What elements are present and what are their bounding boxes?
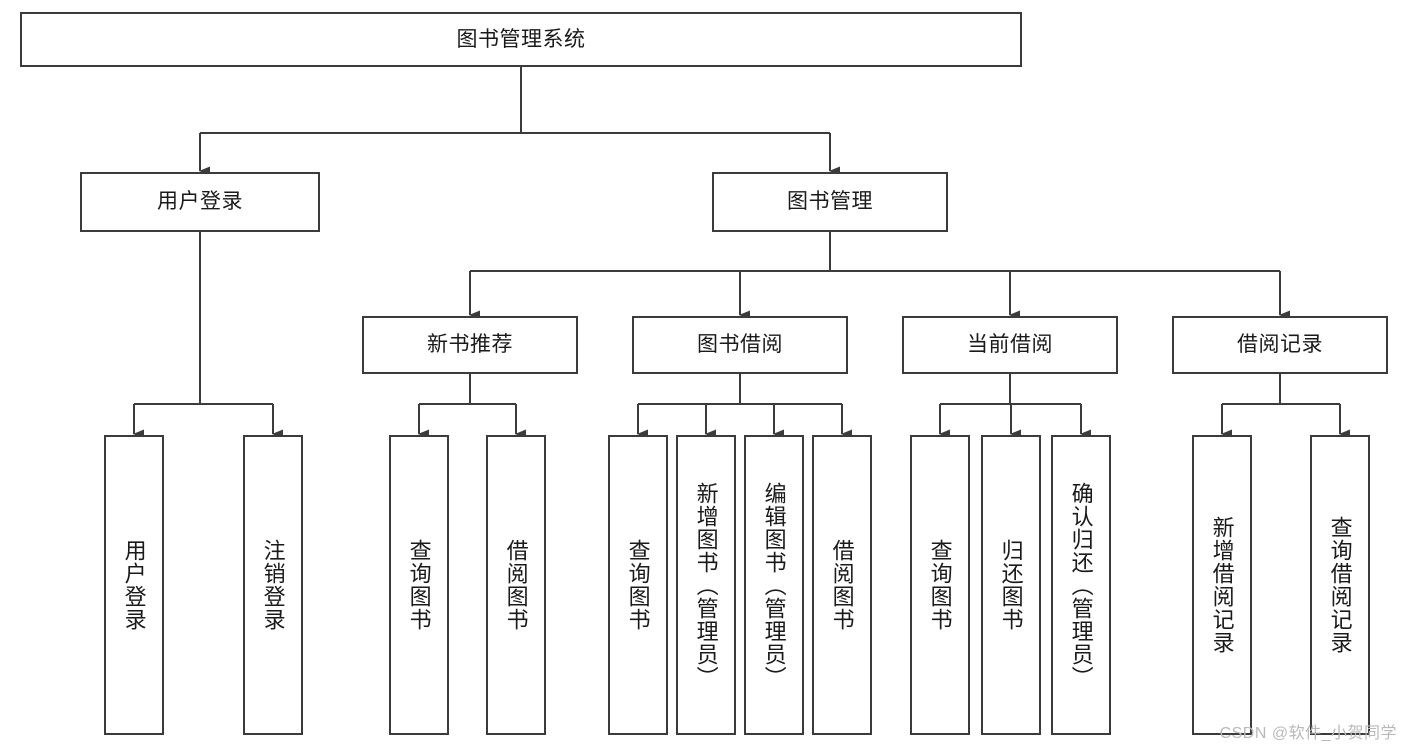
node-label: 用户登录: [157, 190, 243, 214]
node-label: 查询图书: [625, 539, 651, 631]
node-label: 注销登录: [260, 539, 286, 631]
node-label: 借阅图书: [829, 539, 855, 631]
node-leaf-cu-search[interactable]: 查询图书: [910, 435, 970, 735]
node-label: 查询图书: [927, 539, 953, 631]
node-label: 当前借阅: [967, 333, 1053, 357]
node-leaf-cu-return[interactable]: 归还图书: [981, 435, 1041, 735]
node-leaf-bo-borrow[interactable]: 借阅图书: [812, 435, 872, 735]
node-label: 用户登录: [121, 539, 147, 631]
node-leaf-nb-search[interactable]: 查询图书: [389, 435, 449, 735]
node-label: 图书借阅: [697, 333, 783, 357]
node-label: 新增借阅记录: [1209, 516, 1235, 654]
node-leaf-user-logout[interactable]: 注销登录: [243, 435, 303, 735]
node-borrow[interactable]: 图书借阅: [632, 316, 848, 374]
node-label: 确认归还（管理员）: [1068, 481, 1094, 689]
edges: [132, 67, 1350, 439]
node-label: 新书推荐: [427, 333, 513, 357]
node-root[interactable]: 图书管理系统: [20, 12, 1022, 67]
node-current[interactable]: 当前借阅: [902, 316, 1118, 374]
node-leaf-nb-borrow[interactable]: 借阅图书: [486, 435, 546, 735]
node-label: 查询图书: [406, 539, 432, 631]
node-label: 借阅记录: [1237, 333, 1323, 357]
node-login[interactable]: 用户登录: [80, 172, 320, 232]
node-label: 归还图书: [998, 539, 1024, 631]
node-record[interactable]: 借阅记录: [1172, 316, 1388, 374]
node-label: 查询借阅记录: [1327, 516, 1353, 654]
node-books[interactable]: 图书管理: [712, 172, 948, 232]
node-leaf-user-login[interactable]: 用户登录: [104, 435, 164, 735]
watermark: CSDN @软件_小贺同学: [1219, 725, 1397, 742]
node-leaf-bo-edit[interactable]: 编辑图书（管理员）: [744, 435, 804, 735]
node-newbook[interactable]: 新书推荐: [362, 316, 578, 374]
node-label: 图书管理: [787, 190, 873, 214]
node-leaf-bo-add[interactable]: 新增图书（管理员）: [676, 435, 736, 735]
node-leaf-re-search[interactable]: 查询借阅记录: [1310, 435, 1370, 735]
node-leaf-re-add[interactable]: 新增借阅记录: [1192, 435, 1252, 735]
node-label: 编辑图书（管理员）: [761, 481, 787, 689]
node-leaf-bo-search[interactable]: 查询图书: [608, 435, 668, 735]
node-label: 图书管理系统: [456, 27, 586, 51]
node-label: 借阅图书: [503, 539, 529, 631]
node-leaf-cu-confirm[interactable]: 确认归还（管理员）: [1051, 435, 1111, 735]
node-label: 新增图书（管理员）: [693, 481, 719, 689]
